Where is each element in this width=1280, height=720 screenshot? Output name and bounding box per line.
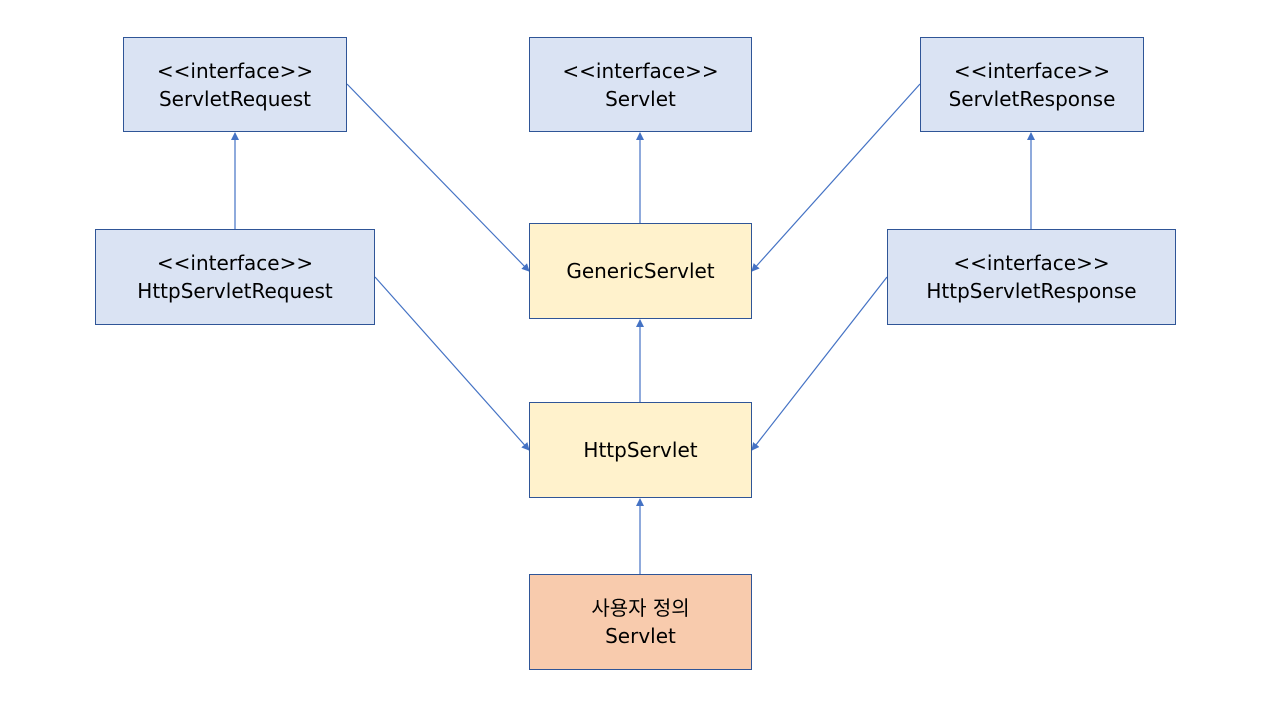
node-name: ServletRequest [158, 86, 311, 111]
node-stereotype: <<interface>> [562, 58, 719, 83]
node-name: HttpServletRequest [137, 279, 333, 303]
node-stereotype: <<interface>> [156, 251, 314, 275]
http-servlet-request-node: <<interface>> HttpServletRequest [95, 229, 375, 325]
servlet-request-node: <<interface>> ServletRequest [123, 37, 347, 132]
node-stereotype: <<interface>> [953, 58, 1111, 83]
http-servlet-node: HttpServlet [529, 402, 752, 498]
node-name: ServletResponse [948, 86, 1116, 111]
node-name: HttpServlet [583, 438, 698, 462]
node-stereotype: <<interface>> [156, 58, 314, 83]
http-servlet-response-node: <<interface>> HttpServletResponse [887, 229, 1176, 325]
node-name: Servlet [605, 86, 676, 111]
node-stereotype: <<interface>> [953, 251, 1110, 275]
arrow-servlet-request-to-generic-servlet [346, 83, 530, 272]
servlet-node: <<interface>> Servlet [529, 37, 752, 132]
servlet-response-node: <<interface>> ServletResponse [920, 37, 1144, 132]
node-label-line2: Servlet [605, 624, 676, 648]
generic-servlet-node: GenericServlet [529, 223, 752, 319]
node-name: HttpServletResponse [926, 279, 1137, 303]
user-defined-servlet-node: 사용자 정의 Servlet [529, 574, 752, 670]
arrow-servlet-response-to-generic-servlet [751, 83, 921, 272]
arrow-http-servlet-request-to-http-servlet [374, 276, 530, 451]
node-name: GenericServlet [566, 259, 715, 283]
node-label-line1: 사용자 정의 [591, 596, 690, 620]
arrow-http-servlet-response-to-http-servlet [751, 276, 888, 451]
